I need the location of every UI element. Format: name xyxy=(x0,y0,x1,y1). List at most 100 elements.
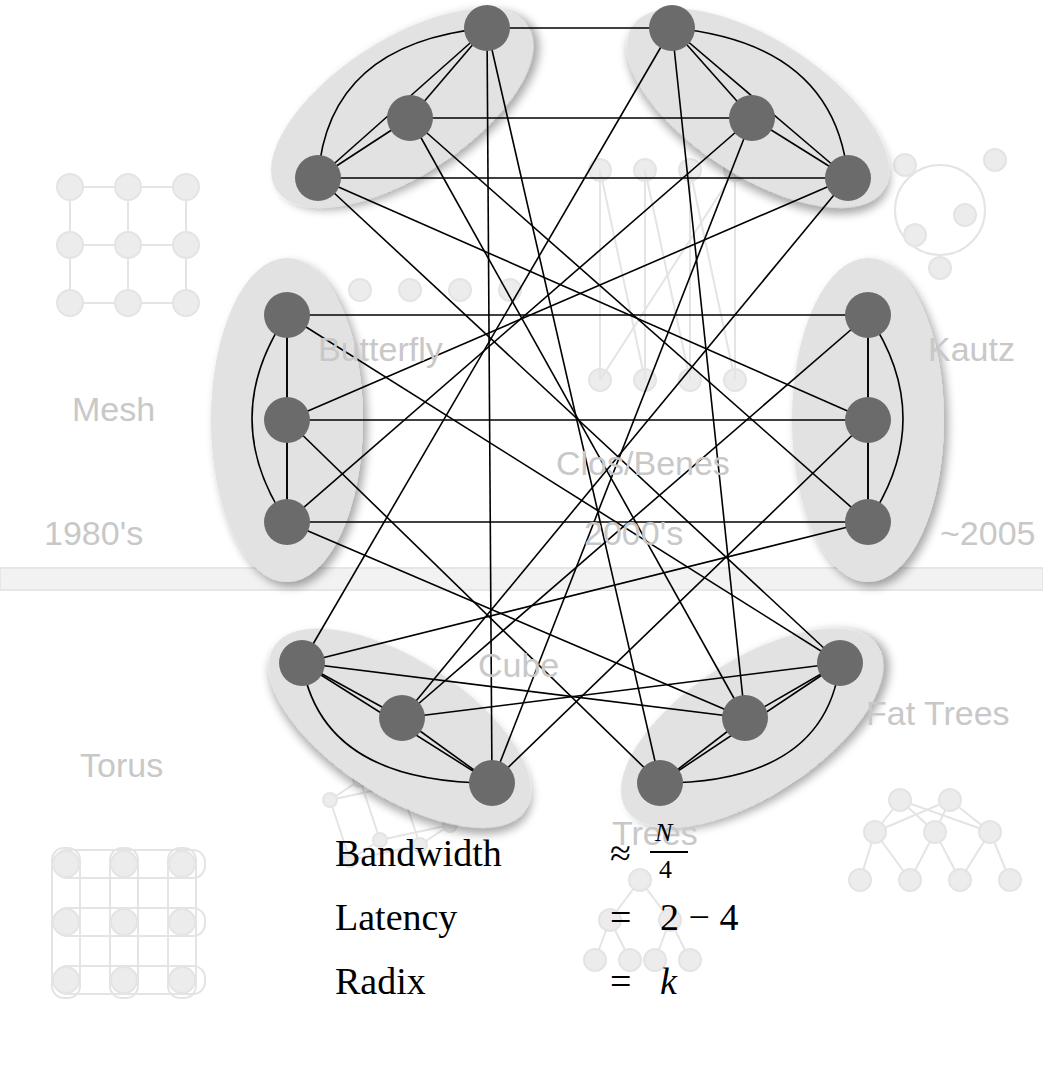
router-node xyxy=(464,5,510,51)
mesh-dot xyxy=(57,290,83,316)
router-node xyxy=(295,155,341,201)
formula-text: = xyxy=(610,962,631,1000)
tree-dot xyxy=(584,949,606,971)
fraction-bar xyxy=(650,851,688,853)
tree-dot xyxy=(949,869,971,891)
group-ellipse xyxy=(589,589,915,866)
watermark-label: Butterfly xyxy=(318,332,443,366)
link-line xyxy=(660,663,840,783)
kautz-dot xyxy=(954,204,976,226)
clos-wire xyxy=(644,170,646,380)
kautz-dot xyxy=(984,149,1006,171)
link-line xyxy=(287,315,840,663)
router-node xyxy=(264,292,310,338)
tree-dot xyxy=(899,869,921,891)
tree-dot xyxy=(629,869,651,891)
router-node xyxy=(722,695,768,741)
watermark-label: Torus xyxy=(80,748,163,782)
router-node xyxy=(379,695,425,741)
formula-text: Bandwidth xyxy=(335,834,502,872)
kautz-dot xyxy=(894,154,916,176)
mesh-dot xyxy=(173,174,199,200)
mesh-dot xyxy=(173,290,199,316)
mesh-dot xyxy=(115,232,141,258)
router-node xyxy=(845,397,891,443)
link-line xyxy=(318,177,848,179)
link-line xyxy=(318,178,868,420)
router-node xyxy=(279,640,325,686)
tree-dot xyxy=(939,789,961,811)
link-line xyxy=(410,118,745,718)
group-arc xyxy=(302,663,492,783)
router-node xyxy=(469,760,515,806)
group-ellipse xyxy=(595,0,921,247)
link-line xyxy=(672,28,848,178)
router-node xyxy=(845,292,891,338)
router-node xyxy=(264,499,310,545)
router-node xyxy=(649,5,695,51)
tree-dot xyxy=(849,869,871,891)
router-node xyxy=(845,499,891,545)
formula-text: N xyxy=(655,820,672,846)
mesh-dot xyxy=(57,174,83,200)
clos-wire xyxy=(690,170,735,380)
link-line xyxy=(318,28,487,178)
link-line xyxy=(410,117,752,119)
link-line xyxy=(287,314,868,316)
formula-text: ≈ xyxy=(610,834,631,872)
faint-topologies xyxy=(0,149,1043,998)
router-node xyxy=(817,640,863,686)
link-line xyxy=(402,663,840,718)
torus-dot xyxy=(111,909,137,935)
watermark-label: ~2005 xyxy=(940,516,1036,550)
mesh-dot xyxy=(115,290,141,316)
torus-dot xyxy=(111,967,137,993)
clos-wire xyxy=(599,170,601,380)
formula-text: k xyxy=(660,962,677,1000)
link-line xyxy=(402,315,868,718)
link-line xyxy=(287,178,848,420)
link-line xyxy=(492,118,752,783)
group-ellipse xyxy=(239,0,565,247)
tree-dot xyxy=(889,789,911,811)
links xyxy=(252,28,903,783)
torus-dot xyxy=(169,967,195,993)
torus-wrap xyxy=(52,848,80,998)
watermark-label: Fat Trees xyxy=(866,696,1010,730)
watermark-label: Clos/Benes xyxy=(556,446,730,480)
group-arc xyxy=(672,28,848,178)
torus-dot xyxy=(169,851,195,877)
butterfly-dot xyxy=(449,279,471,301)
tree-dot xyxy=(924,821,946,843)
link-line xyxy=(487,27,672,29)
watermark-label: 1980's xyxy=(44,516,143,550)
kautz-ring xyxy=(895,165,985,255)
watermark-label: Cube xyxy=(478,648,559,682)
link-line xyxy=(402,178,848,718)
tree-dot xyxy=(679,949,701,971)
cube-dot xyxy=(323,793,337,807)
torus-dot xyxy=(53,967,79,993)
mesh-dot xyxy=(173,232,199,258)
watermark-label: Kautz xyxy=(928,332,1015,366)
clos-wire xyxy=(600,170,735,380)
kautz-dot xyxy=(904,224,926,246)
group-arc xyxy=(660,663,840,783)
watermark-label: 2000's xyxy=(584,516,683,550)
router-node xyxy=(825,155,871,201)
formula-text: 4 xyxy=(659,857,672,883)
formula-text: 2 − 4 xyxy=(660,898,738,936)
torus-dot xyxy=(53,909,79,935)
butterfly-dot xyxy=(349,279,371,301)
clos-wire xyxy=(734,170,736,380)
tree-dot xyxy=(979,821,1001,843)
watermark-label: Mesh xyxy=(72,392,155,426)
formula-text: = xyxy=(610,898,631,936)
torus-wrap xyxy=(168,848,196,998)
kautz-dot xyxy=(929,257,951,279)
group-ellipses xyxy=(211,0,944,867)
link-line xyxy=(302,28,672,663)
router-node xyxy=(387,95,433,141)
